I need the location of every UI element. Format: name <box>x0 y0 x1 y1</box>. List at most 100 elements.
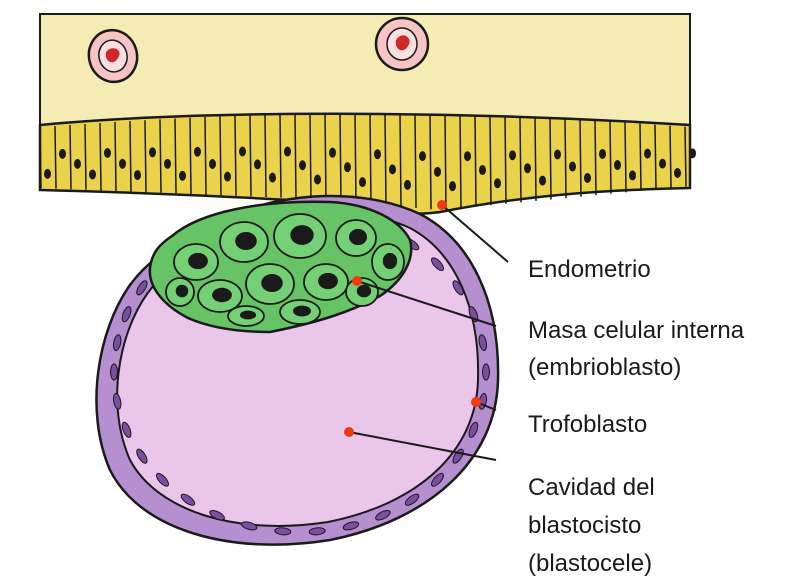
epithelial-nucleus <box>569 162 576 172</box>
epithelial-cell-wall <box>655 125 656 190</box>
embryoblast-nucleus <box>176 285 189 298</box>
epithelial-nucleus <box>449 181 456 191</box>
epithelial-nucleus <box>539 176 546 186</box>
label-masa-line1: Masa celular interna <box>528 317 745 344</box>
label-cavidad-line3: (blastocele) <box>528 550 652 577</box>
epithelial-cell-wall <box>400 113 401 207</box>
epithelial-cell-wall <box>640 124 641 191</box>
epithelial-nucleus <box>629 170 636 180</box>
label-cavidad-line2: blastocisto <box>528 512 641 539</box>
epithelial-nucleus <box>434 167 441 177</box>
epithelial-cell-wall <box>175 118 176 193</box>
embryoblast-nucleus <box>293 306 311 317</box>
epithelial-nucleus <box>359 177 366 187</box>
epithelial-cell-wall <box>115 122 116 191</box>
epithelial-cell-wall <box>625 123 626 193</box>
epithelial-cell-wall <box>595 121 596 195</box>
epithelial-cell-wall <box>235 116 236 196</box>
epithelial-cell-wall <box>505 116 506 204</box>
epithelial-cell-wall <box>385 113 386 206</box>
embryoblast-nucleus <box>383 253 397 269</box>
epithelial-nucleus <box>119 159 126 169</box>
epithelial-cell-wall <box>100 123 101 190</box>
epithelial-cell-wall <box>85 124 86 190</box>
epithelial-cell-wall <box>145 120 146 192</box>
epithelial-cell-wall <box>205 117 206 195</box>
epithelial-nucleus <box>374 149 381 159</box>
epithelial-cell-wall <box>70 125 71 189</box>
epithelial-cell-wall <box>40 127 41 188</box>
epithelial-nucleus <box>299 160 306 170</box>
epithelial-nucleus <box>389 164 396 174</box>
epithelial-cell-wall <box>295 114 296 199</box>
embryoblast-nucleus <box>357 285 371 298</box>
epithelial-nucleus <box>404 180 411 190</box>
embryoblast-nucleus <box>188 253 208 269</box>
epithelial-cell-wall <box>325 113 326 201</box>
epithelial-nucleus <box>59 149 66 159</box>
epithelial-nucleus <box>224 172 231 182</box>
epithelial-nucleus <box>659 159 666 169</box>
epithelial-cell-wall <box>610 122 611 194</box>
epithelial-nucleus <box>209 159 216 169</box>
epithelial-nucleus <box>284 147 291 157</box>
epithelial-nucleus <box>614 160 621 170</box>
epithelial-nucleus <box>314 174 321 184</box>
epithelial-cell-wall <box>565 119 566 198</box>
epithelial-cell-wall <box>265 115 266 197</box>
gland-right <box>376 18 428 70</box>
epithelial-cell-wall <box>535 117 536 200</box>
epithelial-cell-wall <box>340 113 341 202</box>
embryoblast-nucleus <box>290 225 313 245</box>
trofoblasto-marker <box>471 397 481 407</box>
epithelial-nucleus <box>104 148 111 158</box>
epithelial-cell-wall <box>490 115 491 205</box>
epithelial-cell-wall <box>370 113 371 204</box>
epithelial-cell-wall <box>685 127 686 187</box>
epithelial-cell-wall <box>520 117 521 203</box>
epithelial-nucleus <box>599 149 606 159</box>
epithelial-cell-wall <box>460 114 461 208</box>
epithelial-cell-wall <box>475 115 476 207</box>
cavidad-marker <box>344 427 354 437</box>
epithelial-nucleus <box>89 169 96 179</box>
epithelial-cell-wall <box>280 114 281 197</box>
embryoblast-nucleus <box>212 288 232 302</box>
epithelial-cell-wall <box>310 113 311 199</box>
epithelial-cell-wall <box>580 120 581 197</box>
label-masa-line2: (embrioblasto) <box>528 354 681 381</box>
trophoblast-nucleus <box>483 364 490 380</box>
epithelial-nucleus <box>584 173 591 183</box>
embryoblast-nucleus <box>240 311 256 320</box>
epithelial-nucleus <box>419 151 426 161</box>
epithelial-nucleus <box>524 163 531 173</box>
epithelial-cell-wall <box>250 115 251 196</box>
epithelial-nucleus <box>644 149 651 159</box>
epithelial-cell-wall <box>550 118 551 199</box>
epithelial-cell-wall <box>55 126 56 189</box>
label-cavidad-line1: Cavidad del <box>528 474 655 501</box>
blastocyst <box>96 196 498 545</box>
epithelial-cell-wall <box>445 114 446 209</box>
epithelial-cell-wall <box>355 113 356 203</box>
epithelial-cell-wall <box>160 119 161 192</box>
epithelial-nucleus <box>164 159 171 169</box>
endometrio-marker <box>437 200 447 210</box>
masa-marker <box>352 276 362 286</box>
epithelial-nucleus <box>344 162 351 172</box>
trophoblast-nucleus <box>111 364 118 380</box>
epithelial-nucleus <box>149 147 156 157</box>
epithelial-nucleus <box>179 171 186 181</box>
epithelial-nucleus <box>509 150 516 160</box>
epithelial-cell-wall <box>190 118 191 194</box>
embryoblast-nucleus <box>318 273 338 289</box>
epithelial-nucleus <box>674 168 681 178</box>
epithelial-nucleus <box>479 165 486 175</box>
epithelial-nucleus <box>464 151 471 161</box>
epithelial-nucleus <box>689 148 696 158</box>
epithelial-nucleus <box>494 178 501 188</box>
epithelial-nucleus <box>194 147 201 157</box>
epithelial-nucleus <box>134 170 141 180</box>
embryoblast-nucleus <box>349 229 367 245</box>
